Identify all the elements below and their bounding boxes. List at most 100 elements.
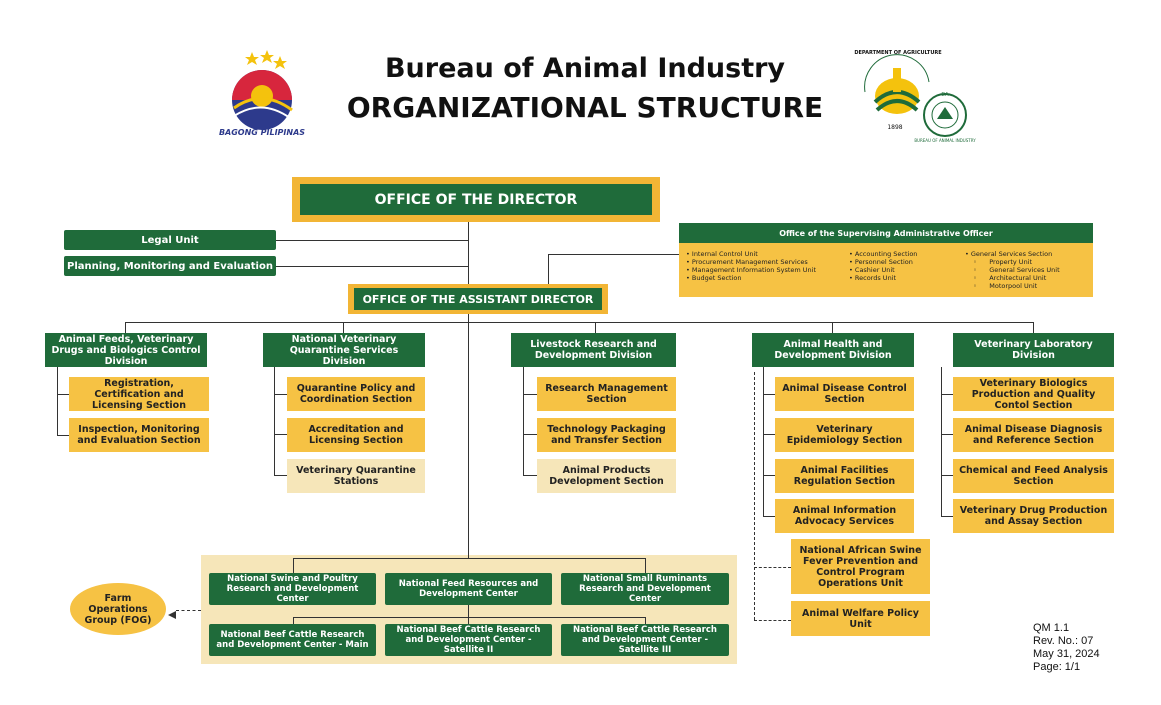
bai-seal-text: BUREAU OF ANIMAL INDUSTRY bbox=[914, 138, 976, 143]
connector bbox=[941, 367, 942, 516]
connector bbox=[523, 434, 537, 435]
section-biologics-production[interactable]: Veterinary Biologics Production and Qual… bbox=[953, 377, 1114, 411]
department-of-agriculture-year: 1898 bbox=[887, 124, 903, 131]
center-small-ruminants[interactable]: National Small Ruminants Research and De… bbox=[561, 573, 729, 605]
section-quarantine-policy[interactable]: Quarantine Policy and Coordination Secti… bbox=[287, 377, 425, 411]
legal-unit-label: Legal Unit bbox=[141, 234, 199, 246]
connector bbox=[763, 516, 775, 517]
center-swine-poultry[interactable]: National Swine and Poultry Research and … bbox=[209, 573, 376, 605]
section-chemical-feed-analysis[interactable]: Chemical and Feed Analysis Section bbox=[953, 459, 1114, 493]
connector bbox=[274, 367, 275, 475]
admin-unit: • Accounting Section bbox=[849, 250, 918, 258]
section-label: Inspection, Monitoring and Evaluation Se… bbox=[77, 424, 201, 446]
bai-seal-center: DA bbox=[941, 92, 949, 98]
connector bbox=[763, 434, 775, 435]
connector bbox=[548, 254, 679, 255]
center-label: National Beef Cattle Research and Develo… bbox=[216, 630, 369, 650]
connector bbox=[941, 516, 953, 517]
connector bbox=[548, 254, 549, 285]
admin-col-2: • Accounting Section • Personnel Section… bbox=[849, 250, 917, 282]
center-feed-resources[interactable]: National Feed Resources and Development … bbox=[385, 573, 552, 605]
page-title: Bureau of Animal Industry bbox=[384, 53, 786, 84]
admin-unit: • Records Unit bbox=[849, 274, 897, 282]
assistant-director-label: OFFICE OF THE ASSISTANT DIRECTOR bbox=[362, 292, 594, 306]
admin-unit: • Internal Control Unit bbox=[686, 250, 758, 258]
division-animal-health[interactable]: Animal Health and Development Division bbox=[752, 333, 914, 367]
section-label: Veterinary Biologics Production and Qual… bbox=[971, 377, 1096, 411]
section-facilities-regulation[interactable]: Animal Facilities Regulation Section bbox=[775, 459, 914, 493]
connector bbox=[645, 617, 646, 624]
division-label: Veterinary Laboratory Division bbox=[974, 339, 1093, 361]
connector bbox=[274, 394, 287, 395]
connector bbox=[595, 322, 596, 333]
legal-unit[interactable]: Legal Unit bbox=[64, 230, 276, 250]
page-subtitle: ORGANIZATIONAL STRUCTURE bbox=[346, 91, 824, 124]
section-animal-products[interactable]: Animal Products Development Section bbox=[537, 459, 676, 493]
section-disease-diagnosis[interactable]: Animal Disease Diagnosis and Reference S… bbox=[953, 418, 1114, 452]
section-registration[interactable]: Registration, Certification and Licensin… bbox=[69, 377, 209, 411]
connector-dashed bbox=[754, 372, 755, 620]
section-drug-production[interactable]: Veterinary Drug Production and Assay Sec… bbox=[953, 499, 1114, 533]
admin-unit: • Budget Section bbox=[686, 274, 742, 282]
division-veterinary-laboratory[interactable]: Veterinary Laboratory Division bbox=[953, 333, 1114, 367]
unit-label: Animal Welfare Policy Unit bbox=[802, 607, 919, 630]
section-disease-control[interactable]: Animal Disease Control Section bbox=[775, 377, 914, 411]
assistant-director-office[interactable]: OFFICE OF THE ASSISTANT DIRECTOR bbox=[354, 288, 602, 310]
assistant-director-frame: OFFICE OF THE ASSISTANT DIRECTOR bbox=[348, 284, 608, 314]
division-animal-feeds[interactable]: Animal Feeds, Veterinary Drugs and Biolo… bbox=[45, 333, 207, 367]
section-label: Animal Facilities Regulation Section bbox=[793, 465, 896, 487]
connector bbox=[523, 475, 537, 476]
document-info: QM 1.1 Rev. No.: 07 May 31, 2024 Page: 1… bbox=[1033, 622, 1143, 674]
doc-revision: Rev. No.: 07 bbox=[1033, 635, 1094, 647]
center-beef-cattle-satellite-2[interactable]: National Beef Cattle Research and Develo… bbox=[385, 624, 552, 656]
admin-unit: • Cashier Unit bbox=[849, 266, 895, 274]
arrow-left-icon bbox=[168, 605, 178, 619]
section-accreditation[interactable]: Accreditation and Licensing Section bbox=[287, 418, 425, 452]
director-frame: OFFICE OF THE DIRECTOR bbox=[292, 177, 660, 222]
connector bbox=[276, 266, 469, 267]
division-quarantine[interactable]: National Veterinary Quarantine Services … bbox=[263, 333, 425, 367]
section-label: Accreditation and Licensing Section bbox=[308, 424, 404, 446]
admin-unit: • Personnel Section bbox=[849, 258, 913, 266]
connector bbox=[293, 617, 645, 618]
connector bbox=[343, 322, 344, 333]
doc-code: QM 1.1 bbox=[1033, 622, 1070, 634]
section-quarantine-stations[interactable]: Veterinary Quarantine Stations bbox=[287, 459, 425, 493]
connector bbox=[276, 240, 469, 241]
section-research-management[interactable]: Research Management Section bbox=[537, 377, 676, 411]
center-label: National Beef Cattle Research and Develo… bbox=[573, 625, 717, 655]
connector bbox=[523, 367, 524, 475]
connector bbox=[1033, 322, 1034, 333]
admin-subunit: ◦ Property Unit bbox=[973, 258, 1033, 266]
doc-date: May 31, 2024 bbox=[1033, 648, 1100, 660]
admin-subunit: ◦ Motorpool Unit bbox=[973, 282, 1038, 290]
admin-col-1: • Internal Control Unit • Procurement Ma… bbox=[686, 250, 816, 282]
center-label: National Small Ruminants Research and De… bbox=[579, 574, 711, 604]
connector bbox=[57, 394, 69, 395]
connector bbox=[941, 394, 953, 395]
section-information-advocacy[interactable]: Animal Information Advocacy Services bbox=[775, 499, 914, 533]
connector bbox=[293, 558, 645, 559]
center-beef-cattle-satellite-3[interactable]: National Beef Cattle Research and Develo… bbox=[561, 624, 729, 656]
connector bbox=[763, 475, 775, 476]
division-label: Animal Feeds, Veterinary Drugs and Biolo… bbox=[51, 333, 201, 367]
director-office[interactable]: OFFICE OF THE DIRECTOR bbox=[300, 184, 652, 215]
farm-operations-group[interactable]: Farm Operations Group (FOG) bbox=[70, 583, 166, 635]
unit-asf-program[interactable]: National African Swine Fever Prevention … bbox=[791, 539, 930, 594]
section-label: Veterinary Epidemiology Section bbox=[786, 424, 903, 446]
division-livestock-research[interactable]: Livestock Research and Development Divis… bbox=[511, 333, 676, 367]
planning-unit-label: Planning, Monitoring and Evaluation bbox=[67, 260, 273, 272]
section-label: Technology Packaging and Transfer Sectio… bbox=[547, 424, 666, 446]
admin-officer-header[interactable]: Office of the Supervising Administrative… bbox=[679, 223, 1093, 243]
center-beef-cattle-main[interactable]: National Beef Cattle Research and Develo… bbox=[209, 624, 376, 656]
section-label: Veterinary Drug Production and Assay Sec… bbox=[959, 505, 1108, 527]
connector bbox=[523, 394, 537, 395]
section-epidemiology[interactable]: Veterinary Epidemiology Section bbox=[775, 418, 914, 452]
connector bbox=[941, 475, 953, 476]
connector bbox=[941, 434, 953, 435]
section-inspection[interactable]: Inspection, Monitoring and Evaluation Se… bbox=[69, 418, 209, 452]
section-technology-packaging[interactable]: Technology Packaging and Transfer Sectio… bbox=[537, 418, 676, 452]
planning-unit[interactable]: Planning, Monitoring and Evaluation bbox=[64, 256, 276, 276]
unit-animal-welfare[interactable]: Animal Welfare Policy Unit bbox=[791, 601, 930, 636]
division-label: National Veterinary Quarantine Services … bbox=[289, 333, 399, 367]
